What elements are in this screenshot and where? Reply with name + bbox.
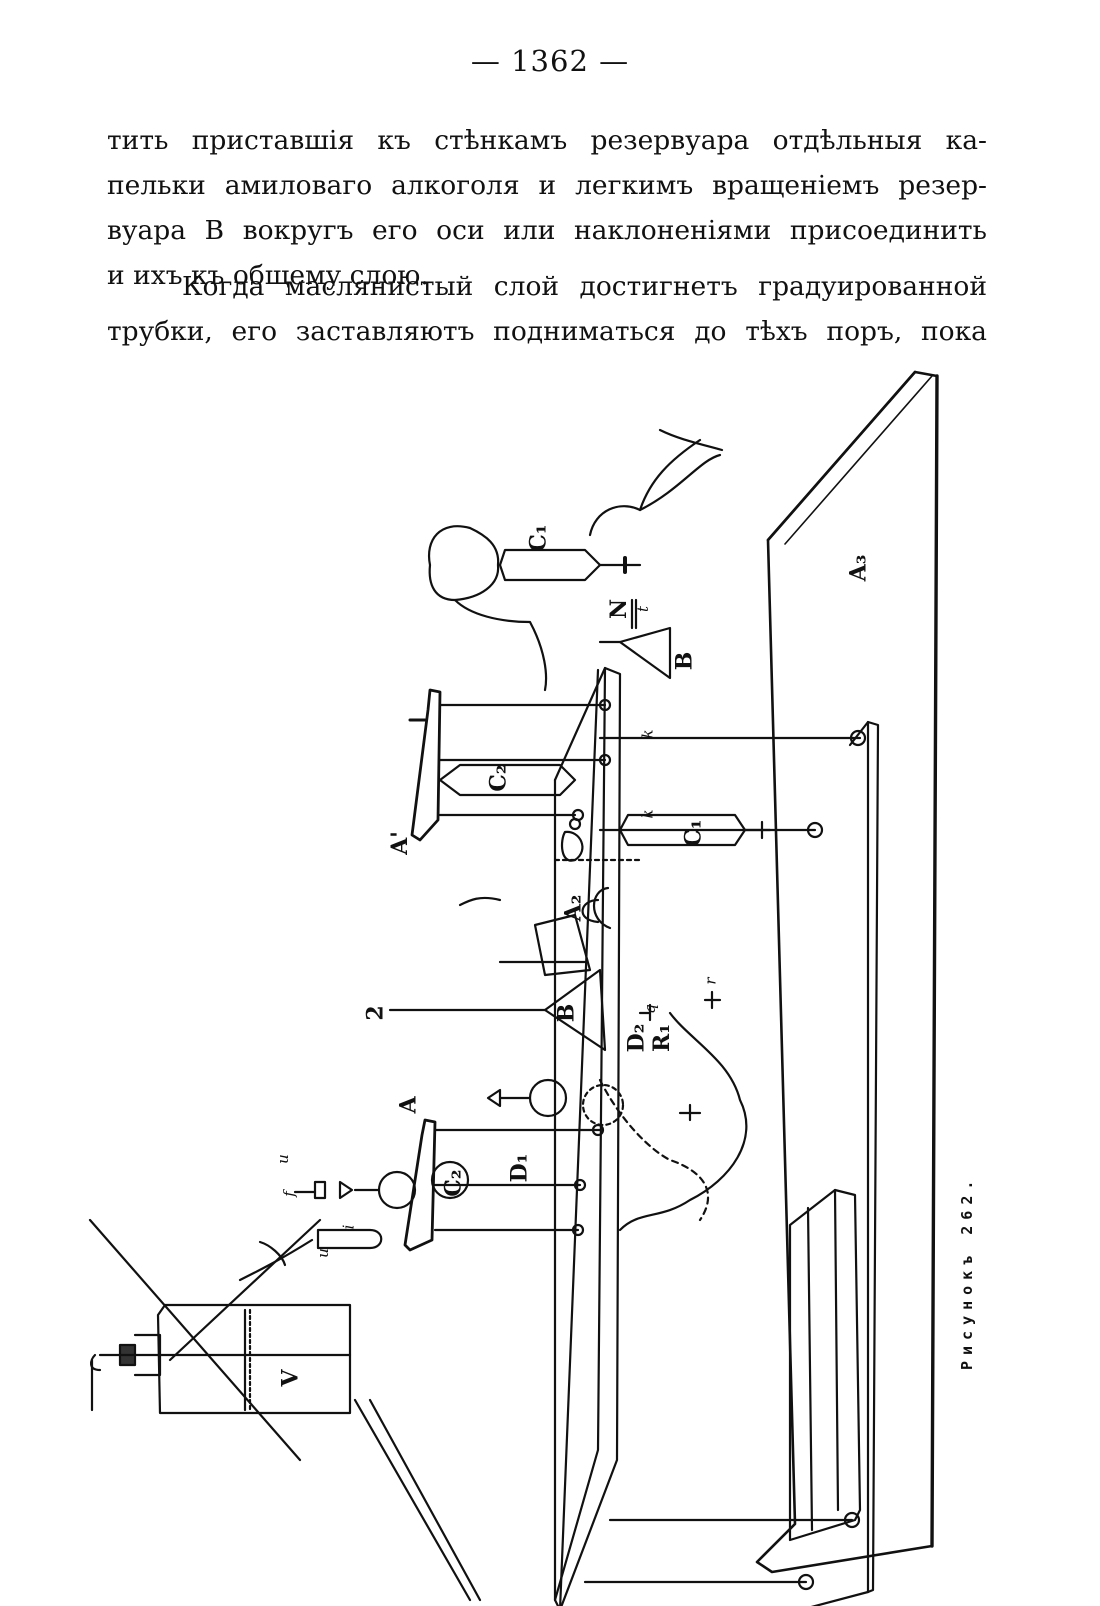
test-tube bbox=[238, 1228, 383, 1282]
label-a: A bbox=[395, 1096, 422, 1114]
label-b-top: B bbox=[671, 651, 698, 671]
table-a3 bbox=[755, 370, 939, 1574]
label-b-mid: B bbox=[553, 1003, 580, 1023]
label-t: t bbox=[634, 605, 653, 613]
figure-caption: Рисунокъ 262. bbox=[958, 1174, 976, 1370]
label-d1: D₁ bbox=[506, 1153, 533, 1183]
cylinder-c1-lower bbox=[560, 813, 772, 862]
text-line: трубки, его заставляютъ подниматься до т… bbox=[107, 316, 987, 347]
label-i: i bbox=[339, 1224, 358, 1230]
label-c1-top: C₁ bbox=[525, 524, 552, 552]
paragraph-2: Когда маслянистый слой достигнетъ градуи… bbox=[107, 264, 987, 354]
text-line: пельки амиловаго алкоголя и легкимъ вращ… bbox=[107, 170, 987, 201]
label-v: V bbox=[277, 1369, 304, 1387]
label-c1-lower: C₁ bbox=[680, 819, 707, 847]
label-f: f bbox=[279, 1191, 298, 1197]
label-r1: R₁ bbox=[648, 1024, 675, 1052]
middle-platform-a2 bbox=[553, 666, 622, 1606]
shelf-lines bbox=[88, 1218, 482, 1602]
stand-a bbox=[403, 1078, 625, 1252]
label-two: 2 bbox=[362, 1005, 389, 1021]
label-u-bottom: u bbox=[313, 1248, 332, 1258]
label-c2-round: C₂ bbox=[440, 1169, 467, 1197]
text-line: тить приставшія къ стѣнкамъ резервуара о… bbox=[107, 125, 987, 156]
dashed-connector bbox=[458, 858, 642, 907]
funnel-b-mid bbox=[388, 913, 607, 1052]
funnel-b-top bbox=[598, 598, 672, 680]
label-d2: D₂ bbox=[623, 1023, 650, 1053]
label-a3: A₃ bbox=[845, 554, 872, 582]
lower-platform bbox=[583, 720, 880, 1606]
text-line: Когда маслянистый слой достигнетъ градуи… bbox=[182, 271, 987, 302]
page-number: — 1362 — bbox=[470, 44, 630, 78]
label-n: N bbox=[606, 598, 633, 620]
bottle-v bbox=[90, 1303, 352, 1415]
label-a2: A₂ bbox=[560, 894, 587, 922]
stand-a-prime bbox=[408, 688, 612, 842]
label-u-top: u bbox=[273, 1154, 292, 1164]
label-k-upper: k bbox=[638, 729, 657, 739]
label-q: q bbox=[640, 1004, 659, 1014]
separatory-left bbox=[293, 1160, 470, 1210]
label-k-lower: k bbox=[638, 809, 657, 819]
text-line: и ихъ къ общему слою. bbox=[107, 260, 429, 291]
apparatus-figure: A₃ C₁ N t B A' C₂ k k C₁ A₂ B 2 D₂ R₁ q … bbox=[0, 360, 1100, 1606]
label-a-prime: A' bbox=[386, 831, 413, 855]
text-line: вуара В вокругъ его оси или наклоненіями… bbox=[107, 215, 987, 246]
label-r: r bbox=[701, 977, 720, 985]
label-c2-top: C₂ bbox=[485, 764, 512, 792]
apparatus-drawing bbox=[88, 370, 939, 1606]
paragraph-1: тить приставшія къ стѣнкамъ резервуара о… bbox=[107, 118, 987, 298]
cylinder-c1-upper bbox=[427, 428, 724, 692]
tubing bbox=[598, 990, 748, 1232]
tray bbox=[788, 1188, 862, 1542]
